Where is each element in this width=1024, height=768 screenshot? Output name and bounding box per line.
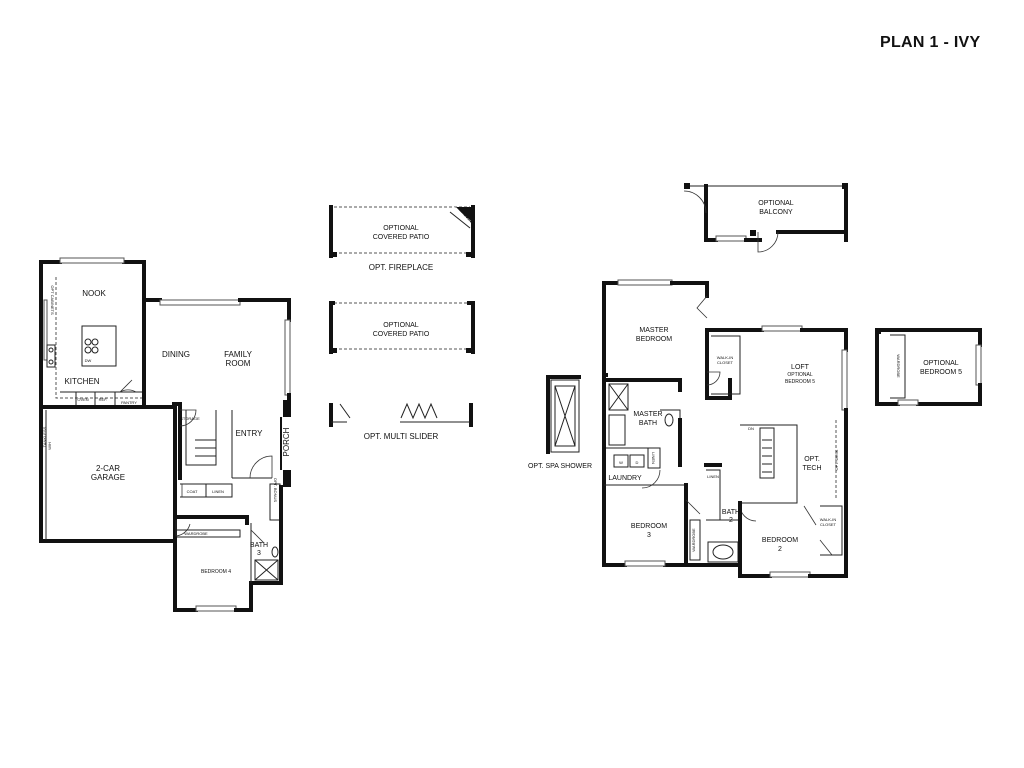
label-storage: STORAGE — [180, 416, 200, 421]
label-master-bath-2: BATH — [639, 420, 657, 427]
label-wardrobe-opt: WARDROBE — [896, 354, 901, 378]
label-w: W — [619, 460, 623, 465]
label-opt-bedroom5-1: OPTIONAL — [923, 360, 959, 367]
first-floor-plan — [39, 257, 291, 612]
label-opt-desk: OPT. DESK — [834, 449, 839, 470]
label-dw: DW — [85, 358, 92, 363]
label-bedroom2-1: BEDROOM — [762, 537, 798, 544]
label-bath2-1: BATH — [722, 509, 740, 516]
label-bath3-line1: BATH — [250, 542, 268, 549]
label-balcony-1: OPTIONAL — [758, 200, 794, 207]
label-bedroom3-1: BEDROOM — [631, 523, 667, 530]
optional-patios — [329, 205, 475, 427]
label-entry: ENTRY — [236, 429, 264, 438]
label-master-bedroom-1: MASTER — [639, 327, 668, 334]
label-opt-tech-1: OPT. — [804, 456, 820, 463]
label-family: FAMILY — [224, 350, 253, 359]
plan-title: PLAN 1 - IVY — [880, 34, 981, 51]
label-bedroom4: BEDROOM 4 — [201, 569, 231, 575]
label-tankless: TANKLESS — [42, 426, 47, 447]
label-porch: PORCH — [282, 427, 291, 456]
room-labels: NOOK OPT CABINETS KITCHEN DW OVEN REF. P… — [42, 200, 962, 575]
label-opt-tech-2: TECH — [802, 465, 821, 472]
label-patio-a-1: OPTIONAL — [383, 225, 419, 232]
label-wardrobe: WARDROBE — [184, 531, 208, 536]
label-master-bedroom-2: BEDROOM — [636, 336, 672, 343]
label-walkin-2a: WALK-IN — [820, 517, 837, 522]
label-coat: COAT — [187, 489, 198, 494]
label-d: D — [636, 460, 639, 465]
label-master-bath-1: MASTER — [633, 411, 662, 418]
label-patio-a-2: COVERED PATIO — [373, 234, 430, 241]
label-linen-b2: LINEN — [707, 474, 719, 479]
label-opt-bonus-2: ROOM — [278, 489, 283, 501]
label-balcony-2: BALCONY — [759, 209, 793, 216]
label-wh: W/H — [47, 442, 52, 450]
label-bedroom3-2: 3 — [647, 532, 651, 539]
label-loft-optional: OPTIONAL — [787, 372, 813, 378]
label-garage-line1: 2-CAR — [96, 464, 120, 473]
label-ref: REF. — [99, 397, 108, 402]
label-walkin-1a: WALK-IN — [717, 355, 734, 360]
label-dining: DINING — [162, 350, 190, 359]
label-loft-bedroom5: BEDROOM 5 — [785, 379, 815, 385]
label-opt-multi-slider: OPT. MULTI SLIDER — [364, 432, 439, 441]
label-bath3-line2: 3 — [257, 550, 261, 557]
label-dn: DN — [748, 426, 754, 431]
label-opt-bonus-1: OPT. BONUS — [273, 478, 278, 503]
label-wardrobe-up: WARDROBE — [691, 528, 696, 552]
label-walkin-2b: CLOSET — [820, 522, 837, 527]
label-linen-up: LINEN — [651, 452, 656, 464]
label-opt-bedroom5-2: BEDROOM 5 — [920, 369, 962, 376]
label-bedroom2-2: 2 — [778, 546, 782, 553]
label-patio-b-2: COVERED PATIO — [373, 331, 430, 338]
label-opt-cabinets: OPT CABINETS — [50, 285, 55, 315]
label-linen: LINEN — [212, 489, 224, 494]
label-kitchen: KITCHEN — [64, 377, 99, 386]
label-walkin-1b: CLOSET — [717, 360, 734, 365]
label-room: ROOM — [226, 359, 251, 368]
label-opt-fireplace: OPT. FIREPLACE — [369, 263, 433, 272]
label-nook: NOOK — [82, 289, 106, 298]
label-pantry: PANTRY — [121, 400, 137, 405]
second-floor-plan — [546, 183, 982, 578]
label-patio-b-1: OPTIONAL — [383, 322, 419, 329]
label-bath2-2: 2 — [729, 517, 733, 524]
label-laundry: LAUNDRY — [608, 475, 642, 482]
label-opt-spa-shower: OPT. SPA SHOWER — [528, 463, 592, 470]
label-garage-line2: GARAGE — [91, 473, 125, 482]
label-oven: OVEN — [77, 397, 88, 402]
label-loft: LOFT — [791, 364, 810, 371]
